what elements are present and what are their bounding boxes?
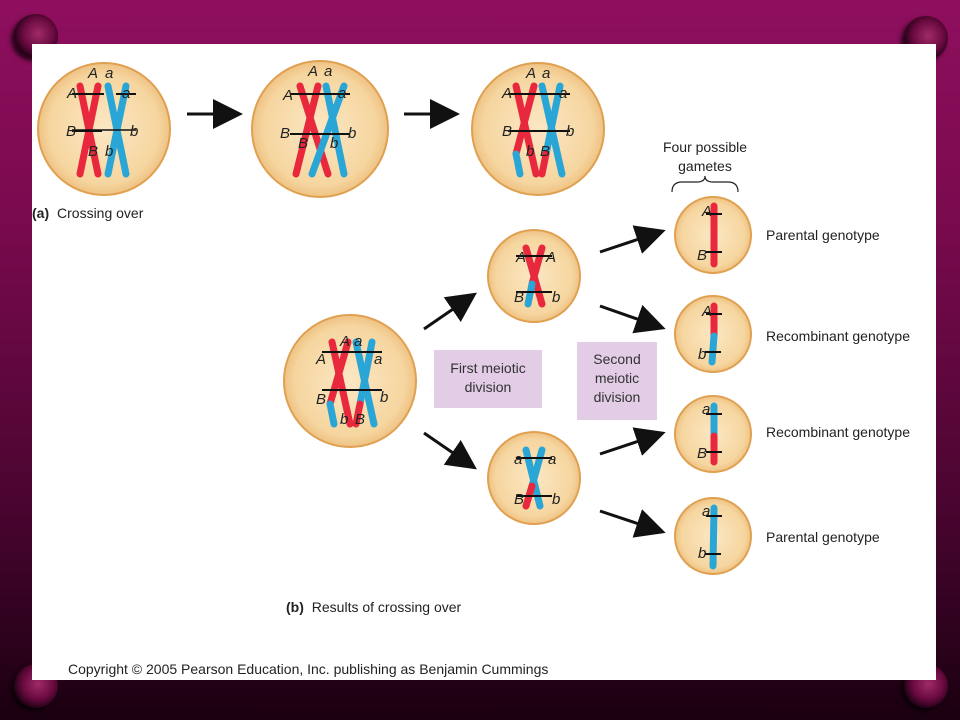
cell-a3: A a A a B b b B bbox=[471, 62, 605, 196]
caption-a-letter: (a) bbox=[32, 205, 49, 221]
arrow bbox=[423, 431, 477, 470]
gamete-4: a b bbox=[674, 497, 752, 575]
arrow bbox=[423, 292, 477, 331]
allele-label: b bbox=[698, 545, 706, 562]
allele-label: a bbox=[702, 503, 710, 520]
allele-label: B bbox=[502, 123, 512, 140]
genotype-label-3: Recombinant genotype bbox=[766, 424, 910, 440]
cell-b-bottom: a a B b bbox=[487, 431, 581, 525]
slide-panel: A a A a B b B b A a A a B b B b bbox=[32, 44, 936, 680]
caption-b-text: Results of crossing over bbox=[312, 599, 462, 615]
gametes-header-line2: gametes bbox=[678, 158, 732, 174]
allele-label: b bbox=[130, 123, 138, 140]
allele-label: A bbox=[545, 249, 556, 266]
allele-label: a bbox=[105, 65, 113, 82]
chromosome-pair-a3 bbox=[508, 82, 570, 178]
allele-label: b bbox=[566, 123, 574, 140]
allele-label: b bbox=[526, 143, 534, 160]
arrow bbox=[599, 225, 666, 254]
allele-label: a bbox=[548, 451, 556, 468]
second-division-label-line1: Second bbox=[593, 351, 640, 367]
crossing-over-diagram: A a A a B b B b A a A a B b B b bbox=[32, 60, 910, 677]
allele-label: a bbox=[542, 65, 550, 82]
allele-label: a bbox=[374, 351, 382, 368]
allele-label: B bbox=[355, 411, 365, 428]
caption-a-text: Crossing over bbox=[57, 205, 144, 221]
allele-label: A bbox=[339, 333, 350, 350]
allele-label: b bbox=[348, 125, 356, 142]
gamete-3: a B bbox=[674, 395, 752, 473]
allele-label: A bbox=[66, 85, 77, 102]
second-division-label-line3: division bbox=[594, 389, 641, 405]
cell-a1: A a A a B b B b bbox=[37, 62, 171, 196]
allele-label: B bbox=[316, 391, 326, 408]
allele-label: a bbox=[702, 401, 710, 418]
allele-label: B bbox=[697, 445, 707, 462]
allele-label: B bbox=[540, 143, 550, 160]
arrow bbox=[599, 509, 666, 538]
allele-label: b bbox=[552, 491, 560, 508]
allele-label: A bbox=[525, 65, 536, 82]
allele-label: b bbox=[340, 411, 348, 428]
allele-label: b bbox=[698, 346, 706, 363]
allele-label: a bbox=[559, 85, 567, 102]
cell-b-top: A A B b bbox=[487, 229, 581, 323]
genotype-label-4: Parental genotype bbox=[766, 529, 880, 545]
allele-label: B bbox=[66, 123, 76, 140]
caption-a: (a) Crossing over bbox=[32, 205, 144, 221]
allele-label: B bbox=[298, 135, 308, 152]
allele-label: A bbox=[701, 203, 712, 220]
genotype-label-1: Parental genotype bbox=[766, 227, 880, 243]
gamete-1: A B bbox=[674, 196, 752, 274]
allele-label: B bbox=[514, 289, 524, 306]
gametes-bracket bbox=[671, 175, 739, 193]
allele-label: a bbox=[354, 333, 362, 350]
allele-label: B bbox=[280, 125, 290, 142]
first-division-label-line2: division bbox=[465, 379, 512, 395]
allele-label: b bbox=[105, 143, 113, 160]
allele-label: B bbox=[88, 143, 98, 160]
arrow bbox=[599, 304, 666, 334]
allele-label: a bbox=[122, 85, 130, 102]
allele-label: A bbox=[282, 87, 293, 104]
allele-label: a bbox=[514, 451, 522, 468]
allele-label: b bbox=[552, 289, 560, 306]
allele-label: A bbox=[515, 249, 526, 266]
allele-label: B bbox=[514, 491, 524, 508]
caption-b-letter: (b) bbox=[286, 599, 304, 615]
gamete-2: A b bbox=[674, 295, 752, 373]
chromosome-pair-a1 bbox=[72, 82, 136, 178]
caption-b: (b) Results of crossing over bbox=[286, 599, 462, 615]
cell-b-parent: A a A a B b b B bbox=[283, 314, 417, 448]
cell-a2: A a A a B b B b bbox=[251, 60, 389, 198]
allele-label: A bbox=[501, 85, 512, 102]
allele-label: b bbox=[330, 135, 338, 152]
allele-label: a bbox=[338, 85, 346, 102]
arrow bbox=[599, 427, 666, 456]
second-division-label-line2: meiotic bbox=[595, 370, 639, 386]
allele-label: A bbox=[315, 351, 326, 368]
allele-label: A bbox=[307, 63, 318, 80]
allele-label: A bbox=[701, 303, 712, 320]
allele-label: b bbox=[380, 389, 388, 406]
chromosome-pair-a2 bbox=[290, 82, 350, 178]
first-division-label-line1: First meiotic bbox=[450, 360, 525, 376]
gametes-header-line1: Four possible bbox=[663, 139, 747, 155]
first-division-box bbox=[434, 350, 542, 408]
allele-label: B bbox=[697, 247, 707, 264]
allele-label: a bbox=[324, 63, 332, 80]
allele-label: A bbox=[87, 65, 98, 82]
genotype-label-2: Recombinant genotype bbox=[766, 328, 910, 344]
copyright-notice: Copyright © 2005 Pearson Education, Inc.… bbox=[68, 661, 548, 677]
second-division-box bbox=[577, 342, 657, 420]
